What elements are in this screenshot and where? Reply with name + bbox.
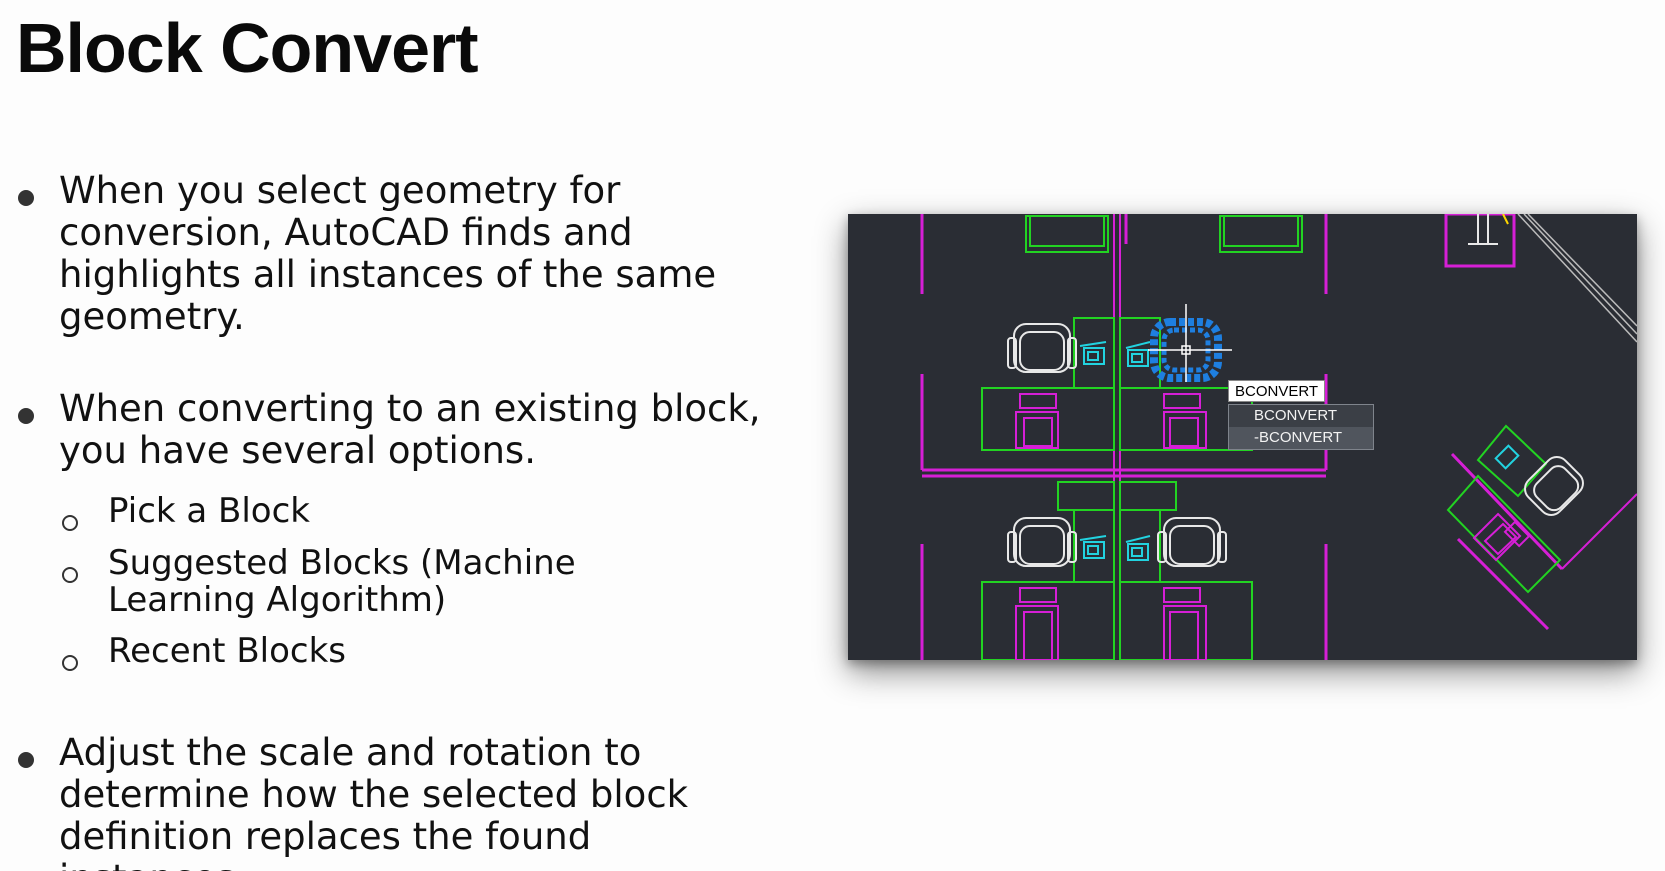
bullet-text: When you select geometry for conversion,… — [59, 169, 717, 338]
desk-outlines — [981, 215, 1562, 660]
hollow-circle-icon — [62, 515, 78, 531]
column-symbol — [1468, 214, 1498, 245]
floor-plan-drawing[interactable] — [848, 214, 1637, 660]
sub-bullet-text: Pick a Block — [108, 491, 310, 531]
sub-bullet-text: Recent Blocks — [108, 631, 346, 671]
bullet-text: Adjust the scale and rotation to determi… — [59, 731, 689, 871]
sub-bullet-text: Suggested Blocks (Machine Learning Algor… — [108, 543, 576, 620]
bullet-dot-icon — [18, 190, 34, 206]
sub-bullet-item: Pick a Block — [62, 493, 802, 531]
chair-icons — [1007, 323, 1584, 567]
phone-icons — [1079, 341, 1520, 561]
bullet-item: Adjust the scale and rotation to determi… — [18, 732, 789, 871]
sub-bullet-item: Suggested Blocks (Machine Learning Algor… — [62, 545, 802, 619]
autocomplete-item-dash-bconvert[interactable]: -BCONVERT — [1229, 427, 1373, 449]
bullet-text: When converting to an existing block, yo… — [59, 387, 761, 472]
slide-title: Block Convert — [16, 9, 479, 87]
cabinet-outlines — [1015, 393, 1531, 660]
wall-lines — [1517, 214, 1637, 343]
bullet-dot-icon — [18, 752, 34, 768]
command-input-tooltip[interactable]: BCONVERT — [1228, 380, 1326, 402]
bullet-item: When you select geometry for conversion,… — [18, 170, 749, 338]
crosshair-cursor-icon — [1148, 304, 1232, 382]
sub-bullet-item: Recent Blocks — [62, 633, 802, 671]
autocomplete-item-bconvert[interactable]: BCONVERT — [1254, 407, 1338, 424]
bullet-dot-icon — [18, 408, 34, 424]
command-autocomplete-list[interactable]: BCONVERT -BCONVERT — [1228, 404, 1374, 450]
grip-marker — [1502, 214, 1509, 225]
hollow-circle-icon — [62, 655, 78, 671]
hollow-circle-icon — [62, 567, 78, 583]
bullet-item: When converting to an existing block, yo… — [18, 388, 779, 472]
